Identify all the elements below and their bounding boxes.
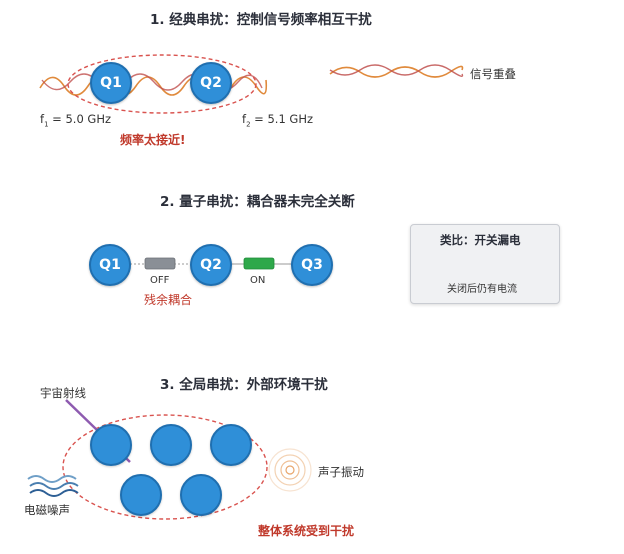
qubit-dot-5 [180, 474, 222, 516]
phonon-ring-4 [268, 448, 312, 492]
coupler-off [144, 257, 176, 270]
qubit-q1-s1: Q1 [90, 62, 132, 104]
coupler-on-label: ON [250, 275, 266, 286]
qubit-dot-3 [210, 424, 252, 466]
phonon-label: 声子振动 [318, 465, 364, 479]
phonon-ring-3 [274, 454, 306, 486]
qubit-q1-s2: Q1 [89, 244, 131, 286]
cosmic-ray-label: 宇宙射线 [40, 386, 86, 400]
phonon-ring-2 [280, 460, 300, 480]
coupler-off-label: OFF [150, 275, 170, 286]
em-noise-label: 电磁噪声 [24, 503, 70, 517]
qubit-dot-2 [150, 424, 192, 466]
whole-system-label: 整体系统受到干扰 [258, 524, 355, 538]
analogy-caption: 关闭后仍有电流 [447, 284, 517, 295]
qubit-q2-s2: Q2 [190, 244, 232, 286]
coupler-on [243, 257, 275, 270]
analogy-title: 类比：开关漏电 [440, 233, 521, 247]
analogy-box [410, 224, 560, 304]
overlap-label: 信号重叠 [470, 67, 516, 81]
overlap-wave-b [329, 64, 464, 77]
wave-q1-signal [39, 76, 268, 96]
qubit-dot-1 [90, 424, 132, 466]
residual-coupling-label: 残余耦合 [144, 293, 193, 307]
qubit-dot-4 [120, 474, 162, 516]
em-noise-wave-1 [27, 475, 77, 483]
frequency-warning: 频率太接近! [120, 133, 186, 147]
system-boundary [62, 414, 268, 520]
freq-label-q1: f1 = 5.0 GHz [40, 112, 112, 129]
em-noise-wave-2 [29, 482, 79, 490]
em-noise-wave-3 [29, 489, 79, 497]
section1-title: 1. 经典串扰：控制信号频率相互干扰 [150, 12, 372, 28]
freq-label-q2: f2 = 5.1 GHz [242, 112, 314, 129]
section2-title: 2. 量子串扰：耦合器未完全关断 [160, 194, 355, 210]
phonon-ring-1 [285, 465, 295, 475]
qubit-q3-s2: Q3 [291, 244, 333, 286]
crosstalk-region-1 [67, 54, 257, 114]
qubit-q2-s1: Q2 [190, 62, 232, 104]
overlap-wave-a [329, 65, 464, 78]
section3-title: 3. 全局串扰：外部环境干扰 [160, 377, 328, 393]
